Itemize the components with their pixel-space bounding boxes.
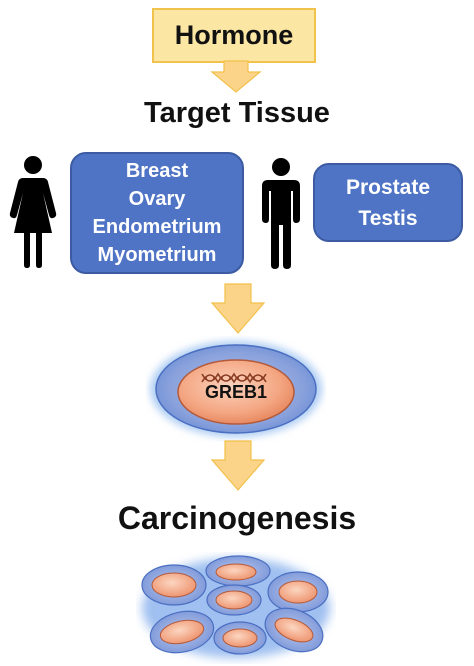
- gene-label: GREB1: [204, 382, 267, 402]
- arrow-down-icon: [210, 440, 266, 491]
- cell-illustration: [150, 341, 322, 437]
- carcinogenesis-title: Carcinogenesis: [117, 500, 357, 536]
- arrow-down-icon: [210, 60, 262, 93]
- tissue-breast: Breast: [125, 160, 189, 182]
- tissue-testis: Testis: [358, 206, 418, 230]
- female-person-icon: [9, 156, 57, 268]
- tumor-cell-cluster: [141, 555, 330, 658]
- tissue-myometrium: Myometrium: [97, 244, 217, 266]
- male-tissue-box: Prostate Testis: [313, 163, 463, 242]
- dna-helix-icon: [201, 372, 267, 384]
- arrow-down-icon: [210, 283, 266, 334]
- female-tissue-box: Breast Ovary Endometrium Myometrium: [70, 152, 244, 274]
- tissue-ovary: Ovary: [128, 188, 186, 210]
- male-person-icon: [262, 158, 300, 269]
- tissue-endometrium: Endometrium: [92, 216, 222, 238]
- hormone-label: Hormone: [174, 20, 294, 50]
- tissue-prostate: Prostate: [345, 175, 431, 199]
- target-tissue-title: Target Tissue: [144, 97, 330, 129]
- hormone-box: Hormone: [152, 8, 316, 63]
